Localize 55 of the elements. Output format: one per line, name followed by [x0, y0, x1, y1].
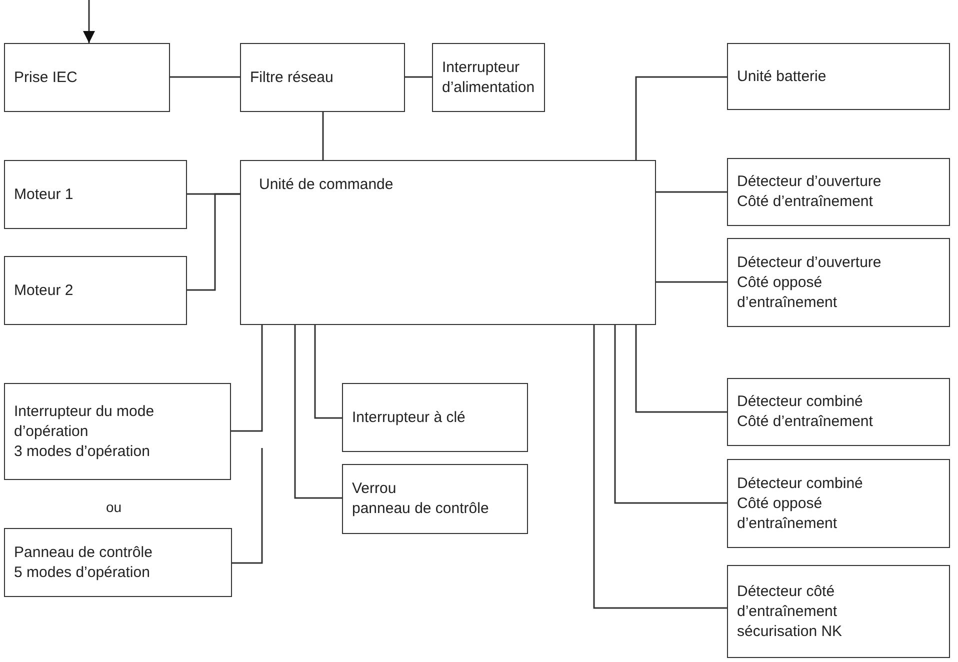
- block-label: 5 modes d’opération: [14, 562, 151, 582]
- block-label: Prise IEC: [14, 68, 78, 88]
- block-box: [4, 256, 187, 325]
- block-label: Côté opposé d’entraînement: [737, 494, 838, 534]
- block-label: Unité de commande: [259, 175, 394, 195]
- block-label: Détecteur combiné: [737, 392, 864, 412]
- connector-line: [614, 325, 727, 504]
- block-label: Détecteur d’ouverture: [737, 252, 882, 272]
- block-box: [727, 378, 950, 446]
- connector-line: [656, 281, 727, 283]
- block-label: Moteur 2: [14, 280, 74, 300]
- block-label: Côté opposé d’entraînement: [737, 272, 838, 312]
- block-label: Côté d’entraînement: [737, 412, 874, 432]
- block-label: Panneau de contrôle: [14, 542, 154, 562]
- block-box: [727, 459, 950, 548]
- block-label: Interrupteur à clé: [352, 408, 466, 428]
- block-box: [727, 43, 950, 110]
- connector-line: [322, 112, 324, 160]
- alternative-note: ou: [106, 498, 122, 517]
- block-label: Verrou: [352, 479, 398, 499]
- block-box: [432, 43, 545, 112]
- block-label: Moteur 1: [14, 184, 74, 204]
- block-label: 3 modes d’opération: [14, 442, 151, 462]
- connector-line: [187, 193, 240, 291]
- block-label: Détecteur d’ouverture: [737, 172, 882, 192]
- connector-line: [635, 76, 727, 160]
- connector-line: [635, 325, 727, 413]
- block-box: [727, 238, 950, 327]
- connector-line: [314, 325, 342, 419]
- connector-line: [170, 76, 240, 78]
- block-box: [342, 464, 528, 534]
- block-box: [342, 383, 528, 452]
- input-arrow: [83, 0, 95, 43]
- connector-line: [405, 76, 432, 78]
- block-label: sécurisation NK: [737, 622, 844, 642]
- block-box: [4, 43, 170, 112]
- block-label: Unité batterie: [737, 66, 828, 86]
- block-box: [4, 528, 232, 597]
- connector-line: [294, 325, 342, 499]
- connector-line: [232, 448, 263, 564]
- block-box: [240, 160, 656, 325]
- block-box: [727, 565, 950, 658]
- block-box: [727, 158, 950, 226]
- block-label: Côté d’entraînement: [737, 192, 874, 212]
- connector-line: [593, 325, 727, 609]
- block-box: [4, 160, 187, 229]
- block-label: Détecteur combiné: [737, 474, 864, 494]
- connector-line: [656, 191, 727, 193]
- connector-line: [231, 325, 263, 432]
- block-label: panneau de contrôle: [352, 499, 490, 519]
- block-box: [240, 43, 405, 112]
- block-box: [4, 383, 231, 480]
- block-label: Filtre réseau: [250, 68, 334, 88]
- block-label: Interrupteur du mode d’opération: [14, 402, 156, 442]
- block-label: Interrupteur d’alimentation: [442, 58, 535, 98]
